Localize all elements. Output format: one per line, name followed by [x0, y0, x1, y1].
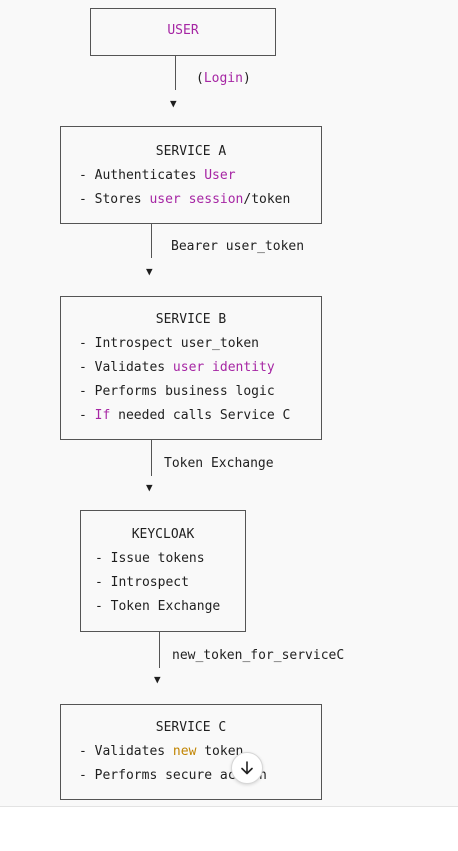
user-node-title: USER	[167, 23, 199, 38]
login-edge-label: (Login)	[196, 71, 251, 87]
exchange-edge-label: Token Exchange	[164, 456, 274, 471]
user-node: USER	[90, 8, 276, 56]
bearer-edge-label: Bearer user_token	[171, 239, 305, 254]
line-text: - Introspect	[95, 575, 189, 590]
line-text-tail: token	[196, 744, 244, 759]
line-text: -	[79, 408, 95, 423]
service-b-line-3: - Performs business logic	[79, 380, 275, 404]
service-c-title: SERVICE C	[155, 720, 227, 735]
line-text: - Authenticates	[79, 168, 205, 183]
line-text: - Token Exchange	[95, 599, 221, 614]
box-bottom-border	[91, 55, 275, 56]
login-close-paren: )	[242, 71, 251, 86]
service-a-line-1: - Authenticates User	[79, 164, 236, 188]
service-c-line-1: - Validates new token	[79, 740, 243, 764]
box-bottom-border	[81, 631, 245, 632]
login-connector	[175, 56, 176, 90]
box-top-border	[61, 296, 321, 297]
exchange-connector	[151, 440, 152, 476]
service-a-node: SERVICE A - Authenticates User - Stores …	[60, 126, 322, 224]
arrow-down-icon: ▼	[146, 481, 153, 494]
box-top-border	[91, 8, 275, 9]
line-keyword: user session	[149, 192, 244, 207]
line-keyword: If	[94, 408, 111, 423]
line-text: - Validates	[79, 360, 173, 375]
service-b-title: SERVICE B	[155, 312, 227, 327]
box-top-border	[61, 704, 321, 705]
service-c-node: SERVICE C - Validates new token - Perfor…	[60, 704, 322, 800]
keycloak-line-2: - Introspect	[95, 571, 189, 595]
line-keyword: User	[204, 168, 236, 183]
service-a-title: SERVICE A	[155, 144, 227, 159]
arrow-down-icon: ▼	[146, 265, 153, 278]
line-text-tail: needed calls Service C	[110, 408, 291, 423]
box-top-border	[81, 510, 245, 511]
line-keyword: new	[172, 744, 197, 759]
line-text: - Performs business logic	[79, 384, 275, 399]
arrow-down-icon	[241, 761, 253, 775]
keycloak-line-3: - Token Exchange	[95, 595, 220, 619]
service-b-line-1: - Introspect user_token	[79, 332, 259, 356]
line-text: - Stores	[79, 192, 150, 207]
login-open-paren: (	[196, 71, 204, 86]
keycloak-title: KEYCLOAK	[131, 527, 195, 542]
service-a-line-2: - Stores user session/token	[79, 188, 290, 212]
line-text: - Validates	[79, 744, 173, 759]
new-token-edge-label: new_token_for_serviceC	[172, 648, 345, 663]
keycloak-line-1: - Issue tokens	[95, 547, 205, 571]
service-b-line-2: - Validates user identity	[79, 356, 275, 380]
service-b-line-4: - If needed calls Service C	[79, 404, 290, 428]
keycloak-node: KEYCLOAK - Issue tokens - Introspect - T…	[80, 510, 246, 632]
scroll-down-button[interactable]	[231, 752, 263, 784]
box-bottom-border	[61, 439, 321, 440]
new-token-connector	[159, 632, 160, 668]
service-b-node: SERVICE B - Introspect user_token - Vali…	[60, 296, 322, 440]
box-top-border	[61, 126, 321, 127]
bearer-connector	[151, 224, 152, 258]
line-text: - Issue tokens	[95, 551, 205, 566]
login-keyword: Login	[203, 71, 243, 86]
line-text-tail: /token	[243, 192, 291, 207]
divider	[0, 806, 458, 807]
arrow-down-icon: ▼	[154, 673, 161, 686]
line-text: - Introspect user_token	[79, 336, 260, 351]
box-bottom-border	[61, 223, 321, 224]
line-keyword: user identity	[172, 360, 275, 375]
code-block: USER (Login) ▼ SERVICE A - Authenticates…	[60, 8, 345, 800]
arrow-down-icon: ▼	[170, 97, 177, 110]
box-bottom-border	[61, 799, 321, 800]
